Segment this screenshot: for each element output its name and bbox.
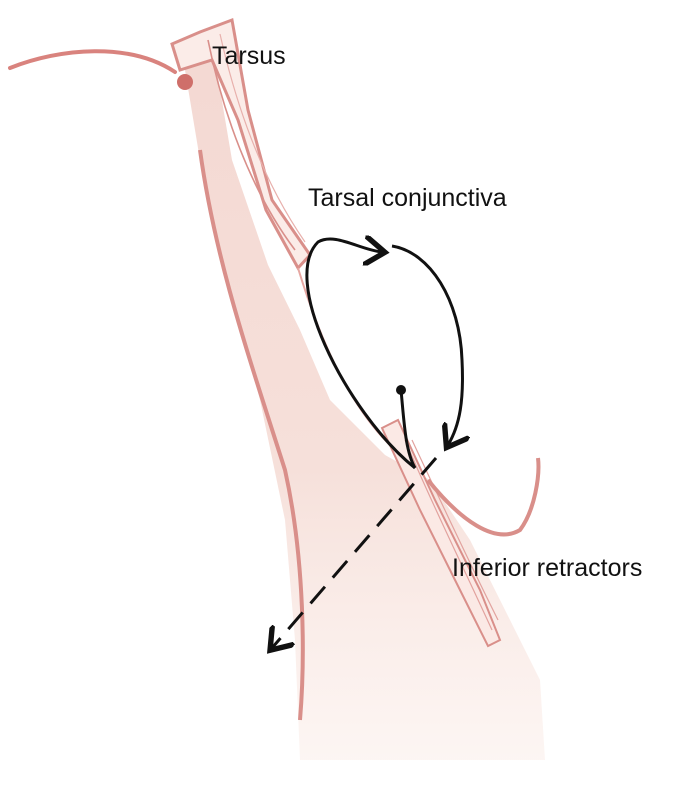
eyelid-anterior-outline xyxy=(198,149,305,721)
tarsus-inner-line-2 xyxy=(219,33,306,243)
suture-return xyxy=(391,244,462,445)
suture-knot xyxy=(396,385,406,395)
suture-loop xyxy=(305,239,416,470)
skin-fold-line xyxy=(8,49,177,74)
suture-exit-dashed xyxy=(272,457,438,648)
retractor-fiber-2 xyxy=(411,439,499,621)
retractor-fiber-1 xyxy=(404,439,493,631)
tarsus-label: Tarsus xyxy=(212,42,286,70)
inferior-retractors-label: Inferior retractors xyxy=(452,554,643,582)
eyelid-body xyxy=(180,30,545,760)
tarsal-conjunctiva-label: Tarsal conjunctiva xyxy=(308,184,507,212)
tarsus-inner-line xyxy=(207,39,296,251)
retractor-fibers xyxy=(380,418,502,648)
suture-needle-entry xyxy=(399,389,417,469)
tarsus-plate xyxy=(170,17,312,271)
fornix-curve xyxy=(426,457,541,537)
meibomian-orifice xyxy=(177,74,193,90)
